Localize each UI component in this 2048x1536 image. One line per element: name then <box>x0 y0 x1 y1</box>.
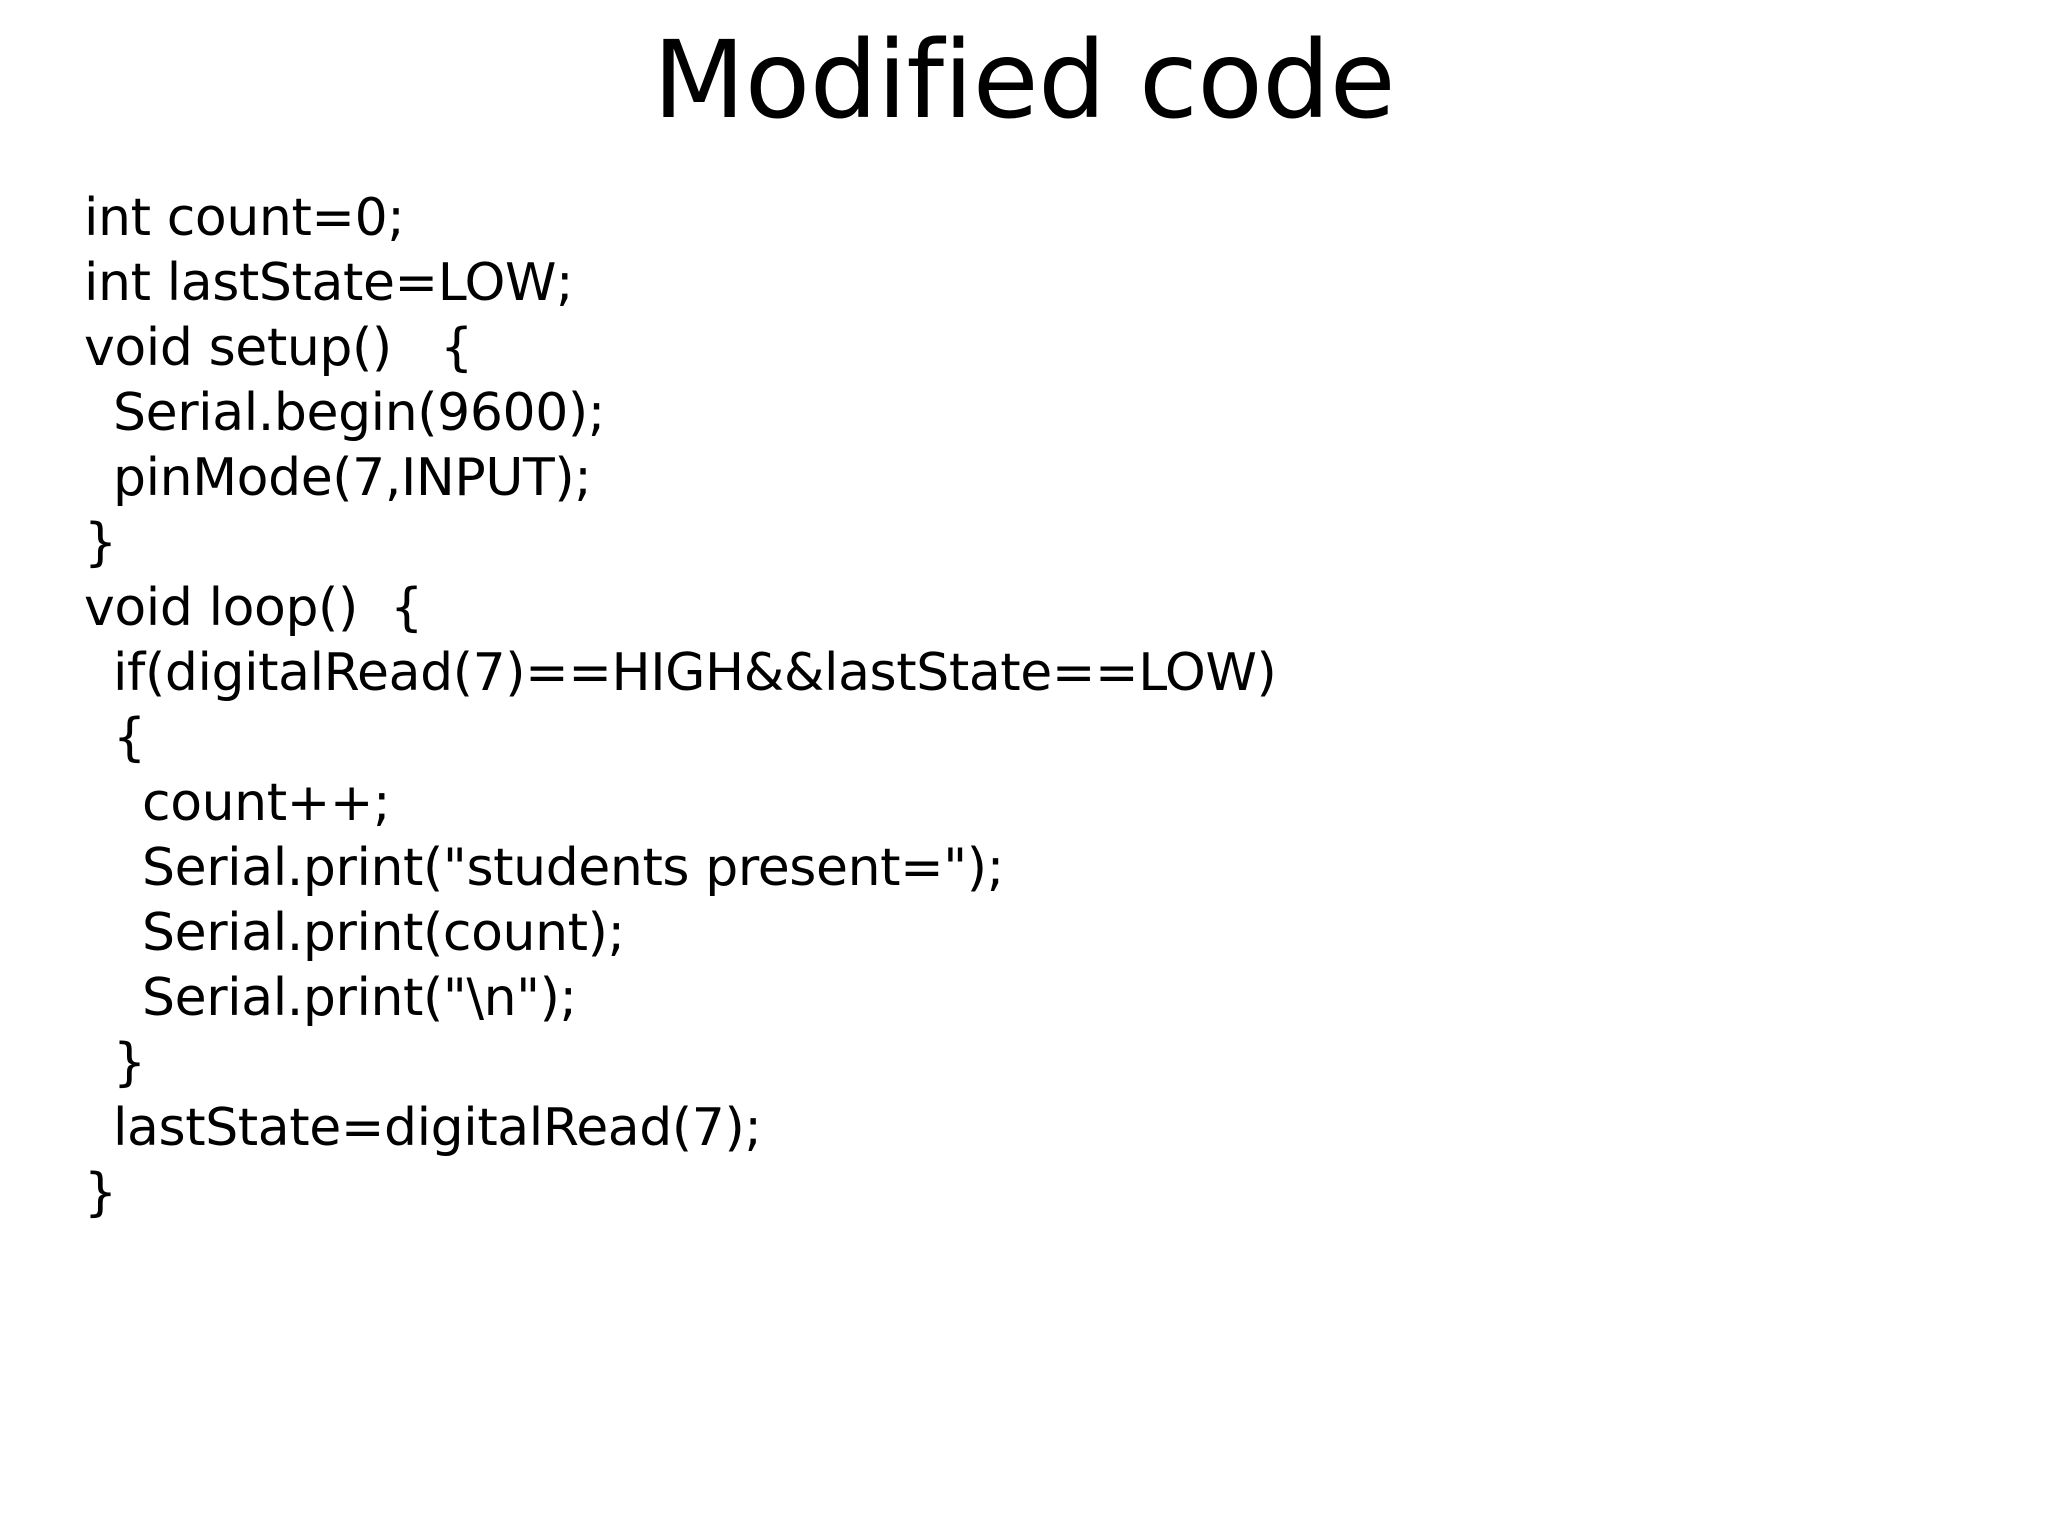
code-line: int count=0; <box>84 188 405 248</box>
code-line: Serial.print(count); <box>142 903 625 963</box>
code-line: int lastState=LOW; <box>84 253 574 313</box>
code-line: Serial.print("students present="); <box>142 838 1004 898</box>
code-line: Serial.begin(9600); <box>113 383 605 443</box>
code-line: { <box>113 708 146 768</box>
code-line: void setup() { <box>84 318 473 378</box>
code-line: lastState=digitalRead(7); <box>113 1098 762 1158</box>
code-line: Serial.print("\n"); <box>142 968 577 1028</box>
code-line: } <box>84 513 117 573</box>
page-title: Modified code <box>652 19 1396 143</box>
code-line: count++; <box>142 773 391 833</box>
code-line: if(digitalRead(7)==HIGH&&lastState==LOW) <box>113 643 1277 703</box>
code-block: int count=0;int lastState=LOW;void setup… <box>84 186 1984 1226</box>
code-line: void loop() { <box>84 578 423 638</box>
code-line: } <box>113 1033 146 1093</box>
code-line: pinMode(7,INPUT); <box>113 448 592 508</box>
code-line: } <box>84 1163 117 1223</box>
